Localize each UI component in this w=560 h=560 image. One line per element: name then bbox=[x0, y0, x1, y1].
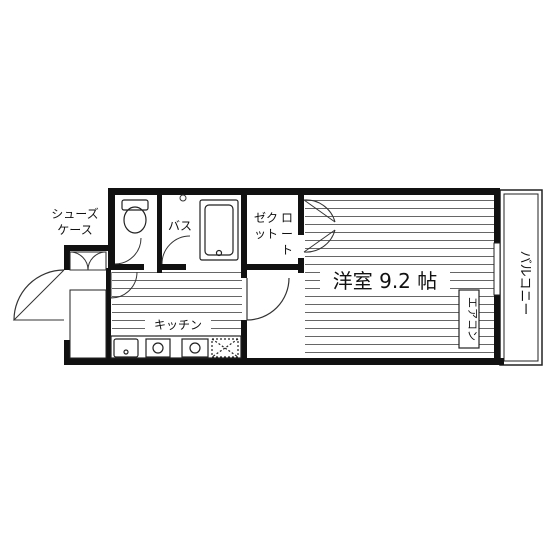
kitchen-counter bbox=[110, 335, 242, 359]
washroom-door-arc bbox=[161, 235, 191, 265]
balcony-window bbox=[493, 242, 501, 296]
walls bbox=[64, 188, 504, 365]
entrance-door-swing bbox=[13, 269, 65, 321]
bathtub bbox=[199, 199, 239, 261]
closet-label-3: ロ bbox=[281, 211, 293, 225]
toilet bbox=[121, 199, 149, 234]
balcony-label: バルコニー bbox=[517, 251, 532, 316]
closet-label-4: ー bbox=[281, 227, 293, 241]
kitchen-label-bg bbox=[145, 316, 211, 332]
closet-doors bbox=[303, 199, 336, 253]
aircon-unit bbox=[458, 289, 480, 349]
kitchen-entry-door bbox=[110, 271, 138, 299]
toilet-door-arc bbox=[114, 237, 142, 265]
closet-label-2: ット bbox=[254, 227, 278, 241]
shoe-case-door-arc bbox=[69, 251, 89, 271]
closet-label-5: ト bbox=[281, 243, 293, 257]
aircon-label: エアコン bbox=[466, 297, 479, 341]
drain-icon bbox=[179, 194, 187, 202]
entrance-floor bbox=[69, 289, 107, 359]
closet-label-1: ゼク bbox=[254, 211, 278, 225]
entrance-door-arc bbox=[12, 269, 65, 321]
bath-label: バス bbox=[168, 219, 192, 233]
western-room-label: 洋室 9.2 帖 bbox=[333, 269, 438, 293]
kitchen-label: キッチン bbox=[154, 318, 202, 332]
shoe-case-label-1: シューズ bbox=[51, 206, 98, 221]
balcony-inner bbox=[503, 193, 539, 362]
shoe-case-door-arc bbox=[87, 251, 107, 271]
western-room-label-bg bbox=[320, 266, 450, 294]
shoe-case-label-2: ケース bbox=[57, 223, 92, 237]
western-room-door bbox=[246, 277, 290, 321]
